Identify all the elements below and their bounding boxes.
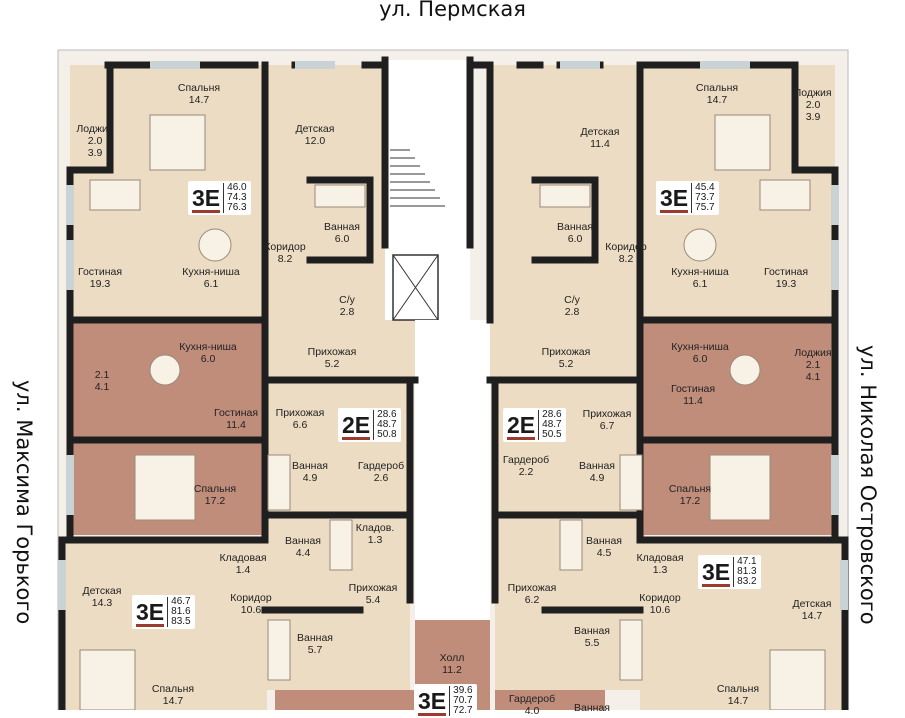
street-label-top: ул. Пермская: [379, 0, 526, 21]
stairs: [390, 149, 445, 321]
furniture: [79, 114, 826, 710]
apartment-type: 3Е: [418, 688, 447, 716]
room-label: Ванная: [574, 702, 610, 714]
corridor: [415, 320, 490, 620]
windows: [58, 61, 848, 610]
apartment-type: 2Е: [507, 412, 536, 440]
apartment-type: 3Е: [192, 185, 221, 213]
apartment-type: 3Е: [136, 599, 165, 627]
apartment-type: 3Е: [660, 185, 689, 213]
apartment-type: 3Е: [702, 559, 731, 587]
room-label: 2.1 4.1: [94, 369, 110, 393]
apartment-type: 2Е: [342, 412, 371, 440]
terracotta-apartments: [70, 320, 835, 710]
room-label: Кладов.1.3: [355, 522, 395, 546]
walls: [58, 56, 849, 710]
